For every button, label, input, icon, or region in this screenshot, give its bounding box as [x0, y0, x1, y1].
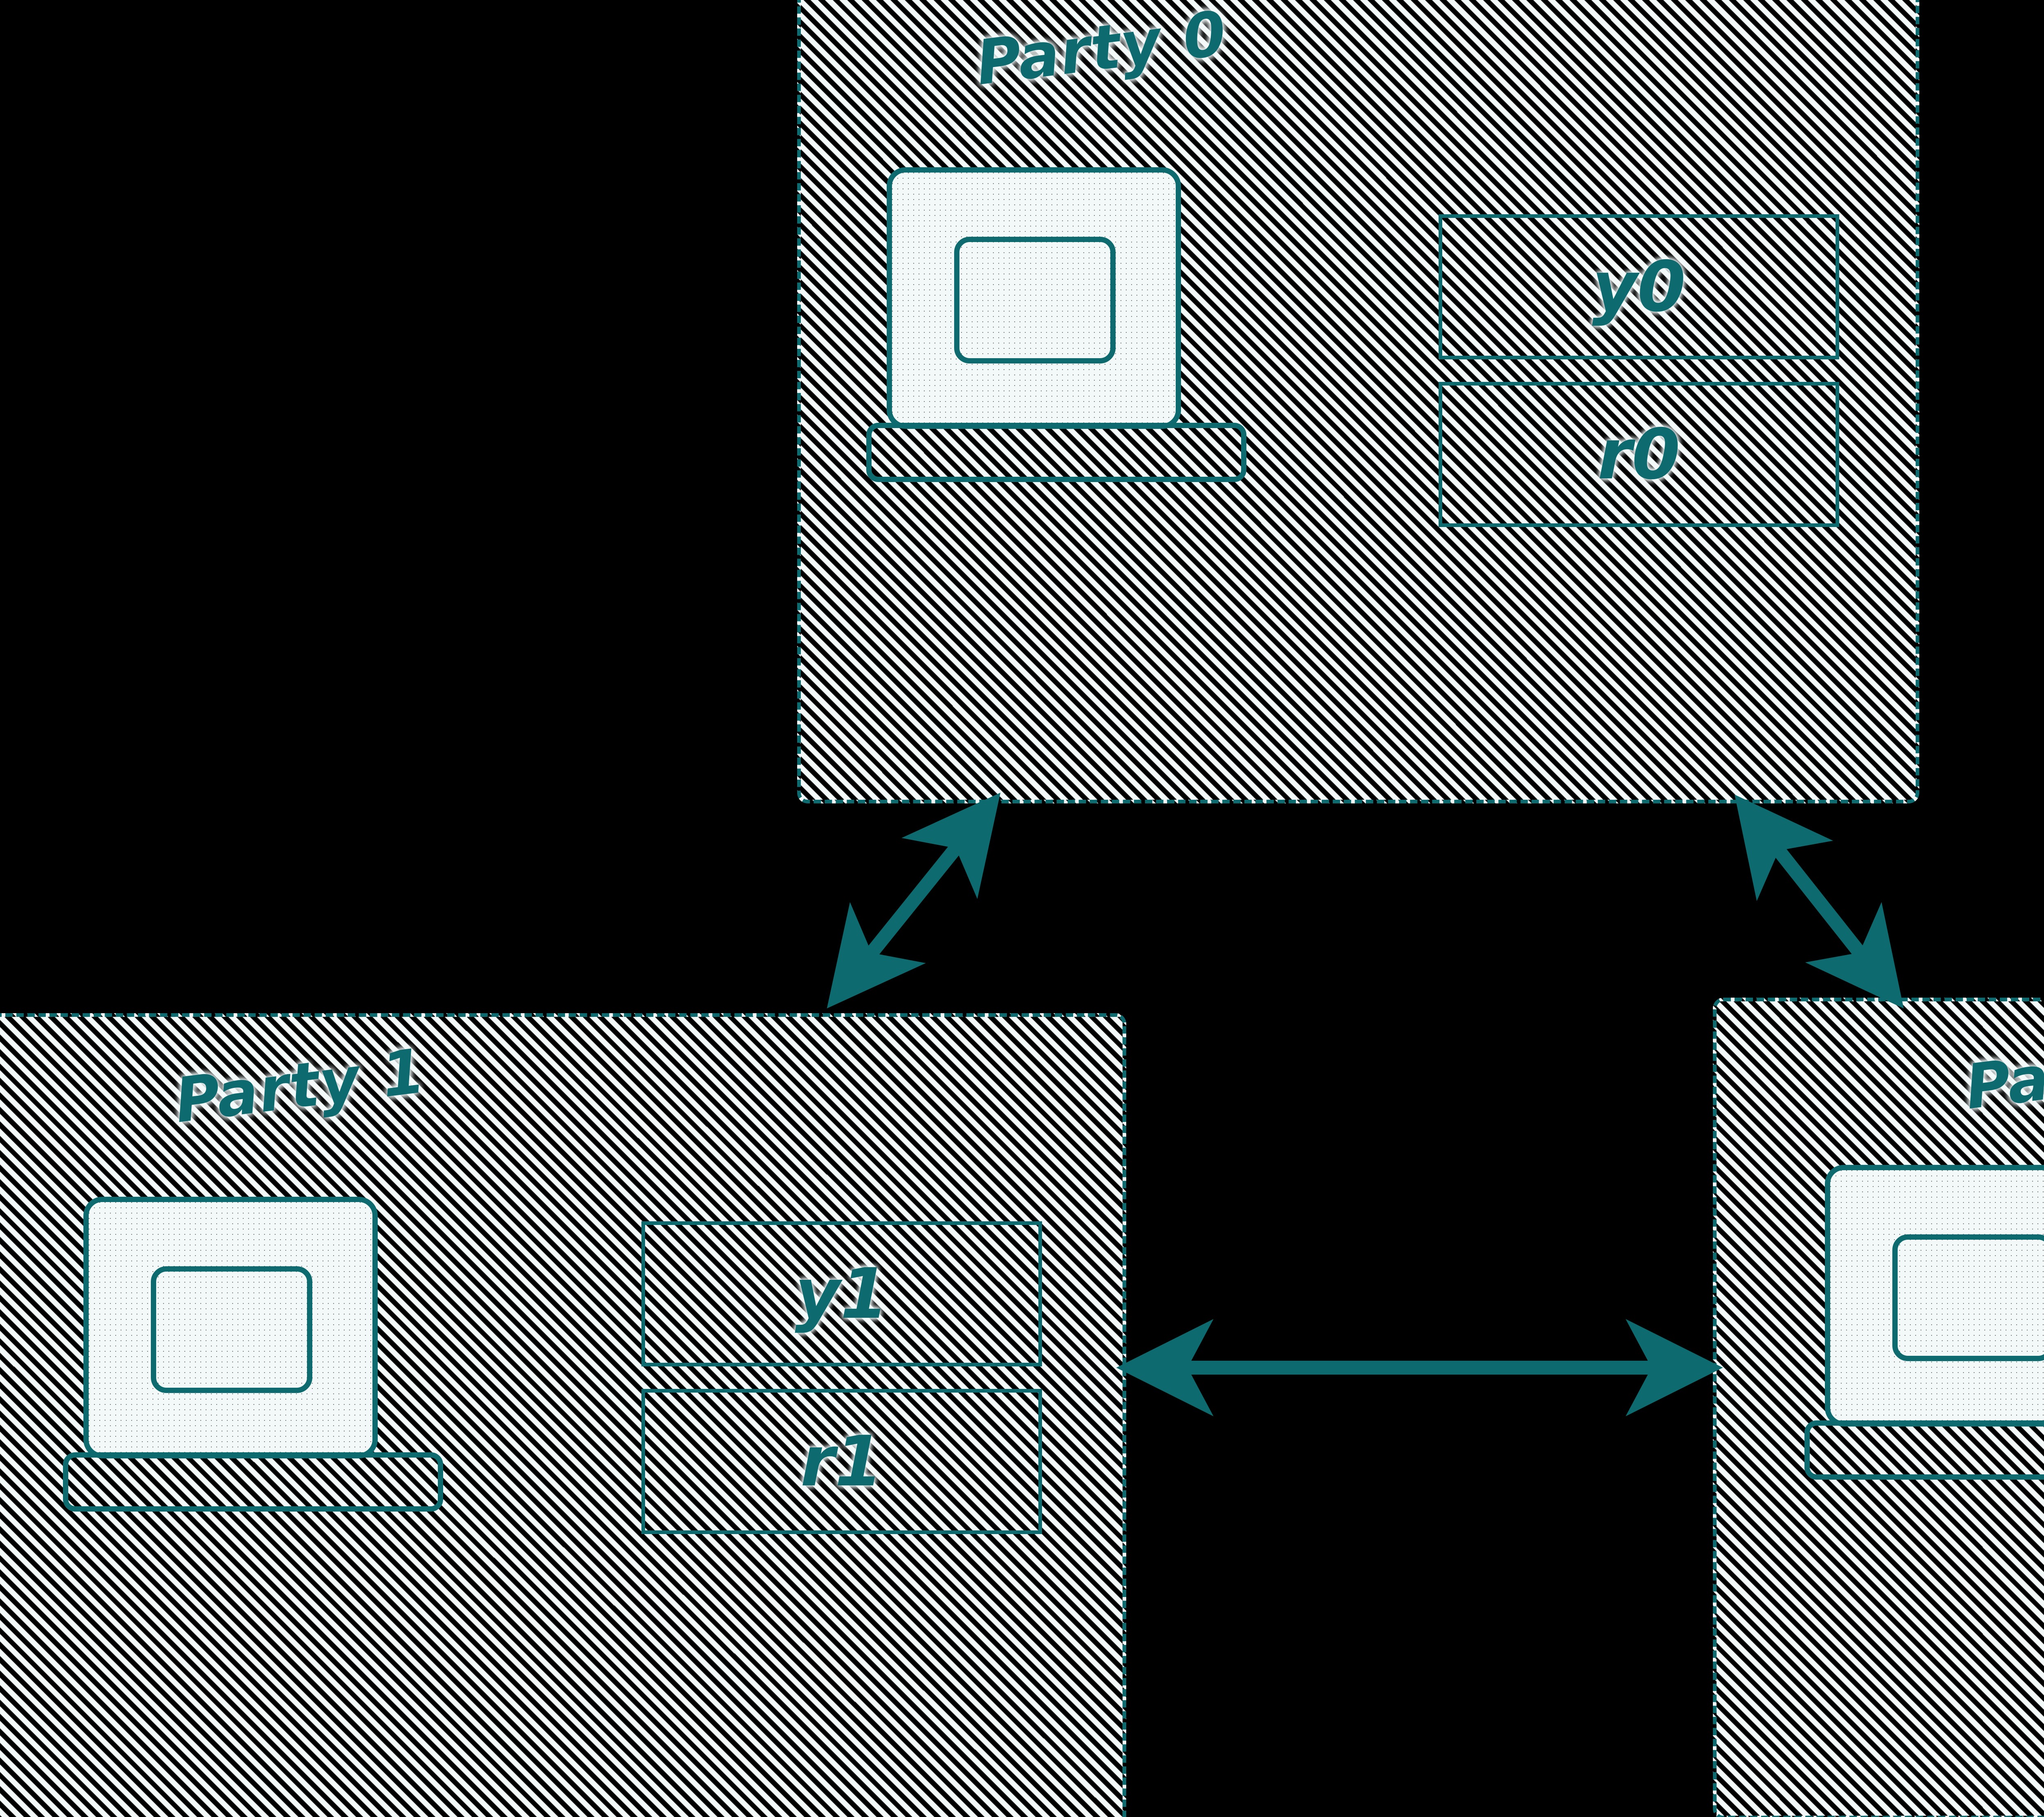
party-1-value-label-r1: r1 [800, 1421, 883, 1502]
keyboard-base-icon [63, 1452, 443, 1512]
party-1-value-box-r1[interactable]: r1 [641, 1389, 1042, 1534]
party-0-value-box-y0[interactable]: y0 [1439, 214, 1839, 359]
party-1-computer-icon [63, 1197, 455, 1528]
screen-icon [954, 237, 1116, 363]
monitor-icon [887, 167, 1181, 429]
party-1-value-box-y1[interactable]: y1 [641, 1221, 1042, 1366]
party-panel-1[interactable]: Party 1 y1 r1 [0, 1013, 1126, 1817]
arrow-party0-party2 [1735, 794, 1904, 1009]
party-2-title: Party 2 [1961, 1022, 2044, 1124]
party-1-title: Party 1 [171, 1035, 430, 1137]
party-0-value-label-r0: r0 [1597, 414, 1681, 495]
party-0-title: Party 0 [972, 0, 1231, 99]
party-0-value-box-r0[interactable]: r0 [1439, 382, 1839, 527]
party-0-value-label-y0: y0 [1592, 246, 1686, 328]
party-2-computer-icon [1804, 1165, 2044, 1496]
screen-icon [1892, 1234, 2044, 1361]
arrow-party0-party1 [827, 792, 1001, 1009]
party-panel-0[interactable]: Party 0 y0 r0 [797, 0, 1919, 803]
party-0-computer-icon [866, 167, 1259, 498]
screen-icon [151, 1266, 312, 1393]
party-panel-2[interactable]: Party 2 y2 r2 [1713, 998, 2044, 1817]
keyboard-base-icon [1804, 1420, 2044, 1480]
party-1-value-label-y1: y1 [795, 1253, 889, 1335]
monitor-icon [1825, 1165, 2044, 1427]
keyboard-base-icon [866, 423, 1246, 482]
